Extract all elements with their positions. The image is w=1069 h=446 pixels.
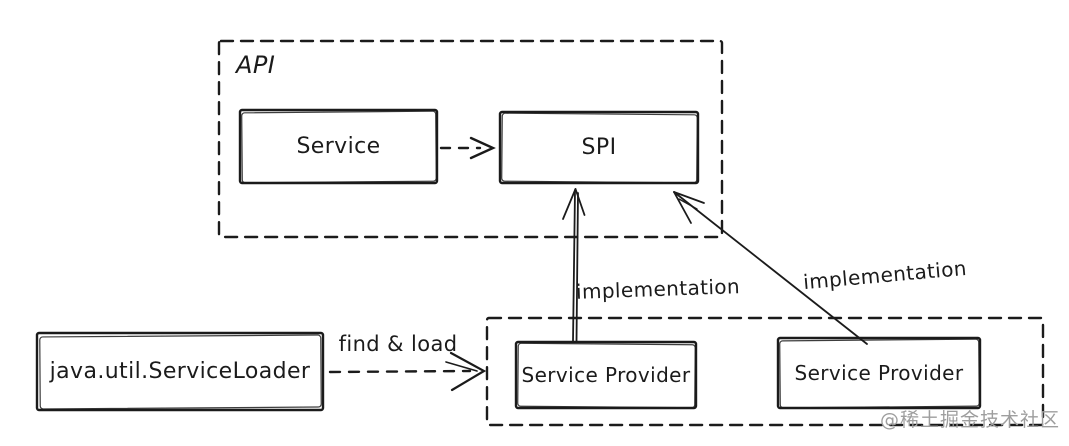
service-provider-left-label: Service Provider [521, 363, 691, 387]
spi-node-label: SPI [581, 135, 617, 160]
service-provider-right-label: Service Provider [794, 361, 964, 385]
juejin-watermark: @稀土掘金技术社区 [879, 408, 1060, 431]
service-provider-left-box [514, 340, 698, 410]
service-provider-right-box [776, 336, 982, 410]
find-load-edge-label: find & load [338, 332, 458, 356]
implementation-left-edge-label: implementation [575, 274, 741, 304]
providers-group-box [485, 316, 1045, 427]
service-to-spi-arrow [439, 136, 496, 160]
implementation-arrow-right [673, 191, 868, 345]
serviceloader-node-box [35, 331, 325, 412]
api-group-label: API [236, 51, 276, 79]
api-group-box [217, 39, 724, 239]
serviceloader-node-label: java.util.ServiceLoader [49, 359, 311, 384]
service-node-label: Service [296, 134, 381, 159]
find-load-arrow [328, 351, 487, 392]
implementation-arrow-left [562, 188, 586, 343]
service-node-box [238, 108, 439, 185]
spi-node-box [498, 110, 700, 185]
